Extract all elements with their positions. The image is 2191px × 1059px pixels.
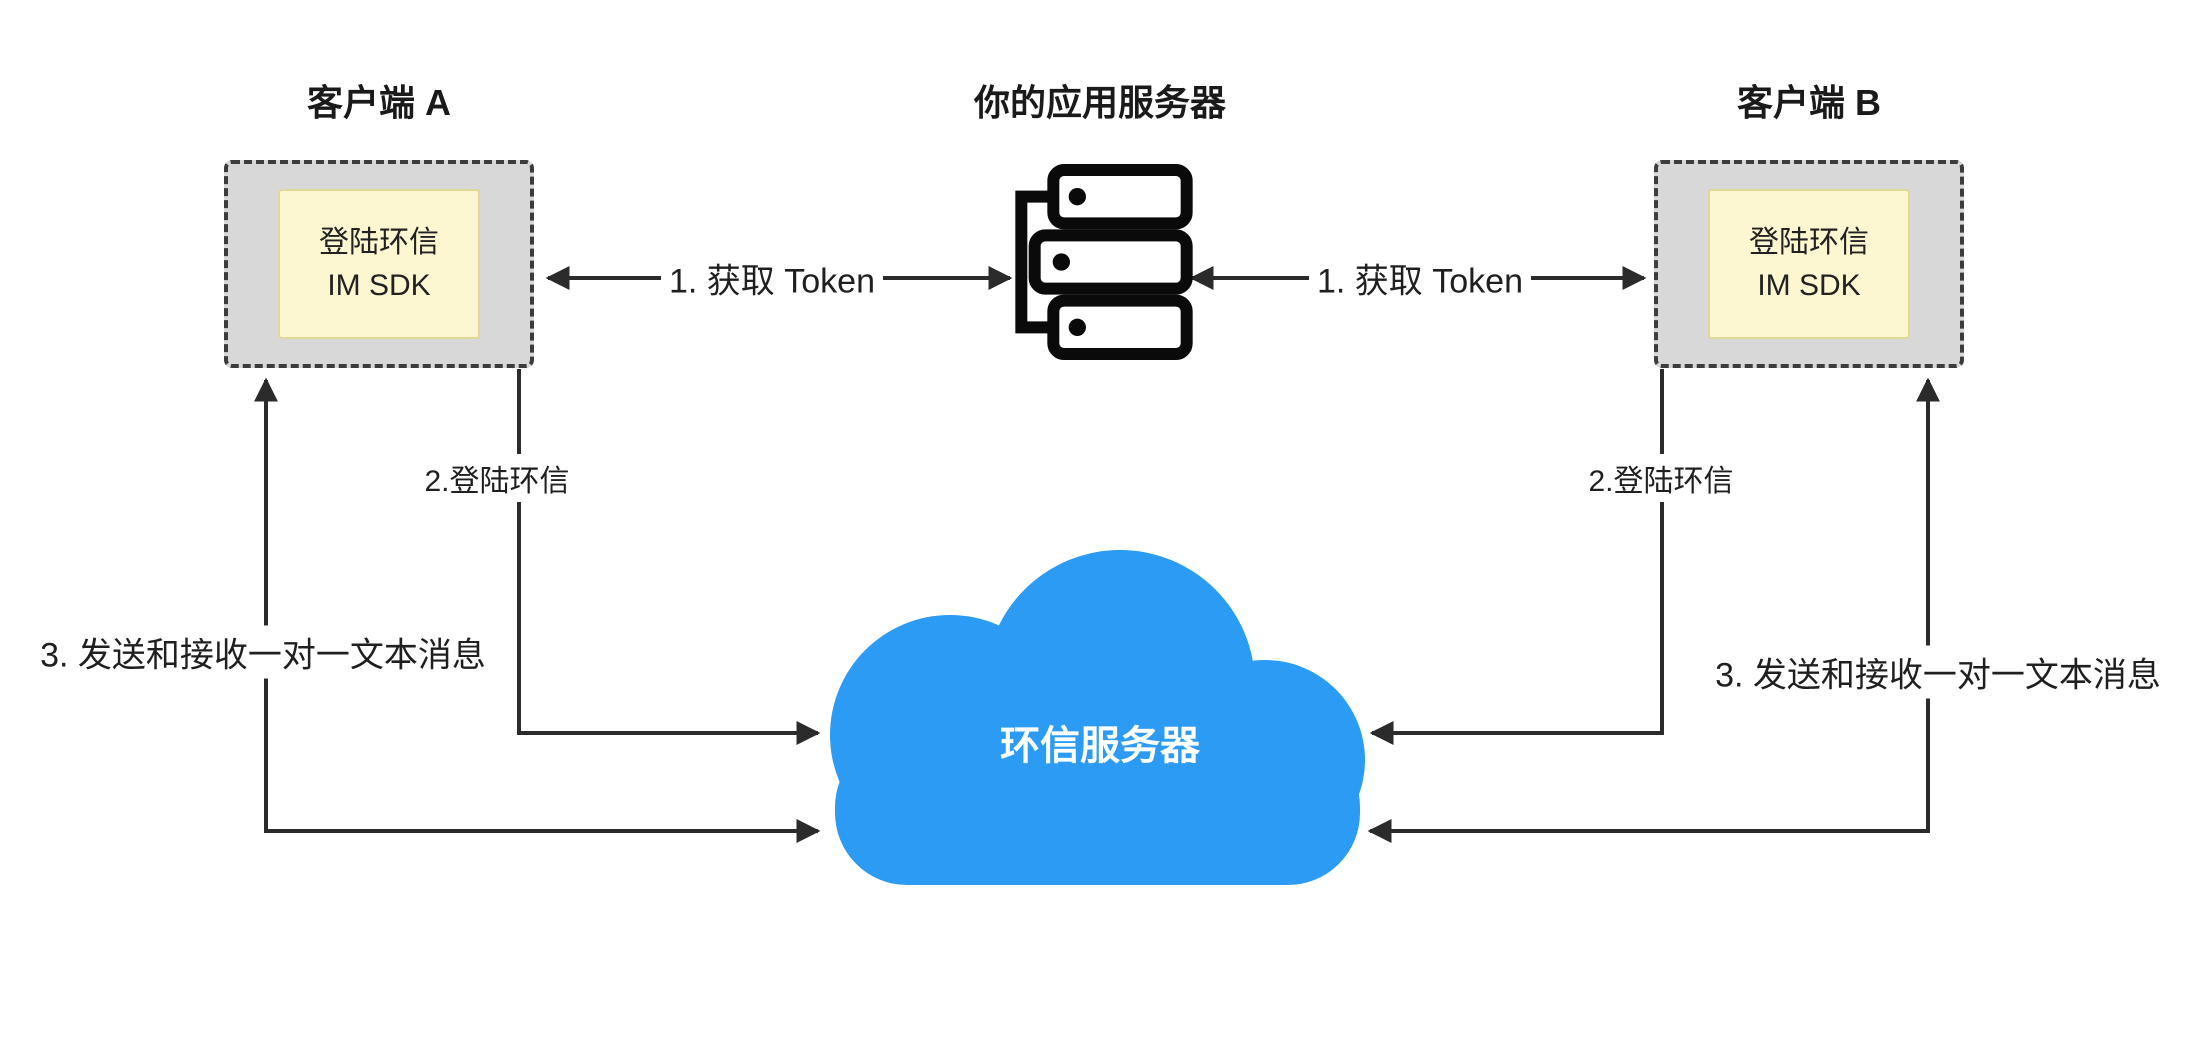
app-server-title: 你的应用服务器 — [973, 82, 1227, 123]
client-b-sdk-line2: IM SDK — [1757, 269, 1861, 302]
arrow-message-right — [1367, 377, 1940, 843]
cloud-shape — [830, 550, 1365, 885]
client-b-sdk-line1: 登陆环信 — [1749, 225, 1869, 259]
cloud-server-label: 环信服务器 — [1000, 724, 1200, 768]
arrow-login-right — [1369, 369, 1664, 745]
arrow-login-left — [517, 369, 821, 745]
server-icon — [1015, 164, 1193, 360]
message-label-right: 3. 发送和接收一对一文本消息 — [1707, 645, 2169, 699]
client-b-sdk-box: 登陆环信 IM SDK — [1708, 189, 1910, 339]
client-a-sdk-line2: IM SDK — [327, 269, 431, 302]
token-label-left: 1. 获取 Token — [661, 251, 883, 305]
login-label-left: 2.登陆环信 — [416, 454, 578, 502]
token-label-right: 1. 获取 Token — [1309, 251, 1531, 305]
login-label-right: 2.登陆环信 — [1580, 454, 1742, 502]
client-a-sdk-box: 登陆环信 IM SDK — [278, 189, 480, 339]
arrow-message-left — [254, 377, 821, 843]
client-a-box: 登陆环信 IM SDK — [224, 160, 534, 368]
client-b-title: 客户端 B — [1736, 82, 1882, 123]
client-b-box: 登陆环信 IM SDK — [1654, 160, 1964, 368]
message-label-left: 3. 发送和接收一对一文本消息 — [32, 625, 494, 679]
client-a-sdk-line1: 登陆环信 — [319, 225, 439, 259]
client-a-title: 客户端 A — [306, 82, 452, 123]
